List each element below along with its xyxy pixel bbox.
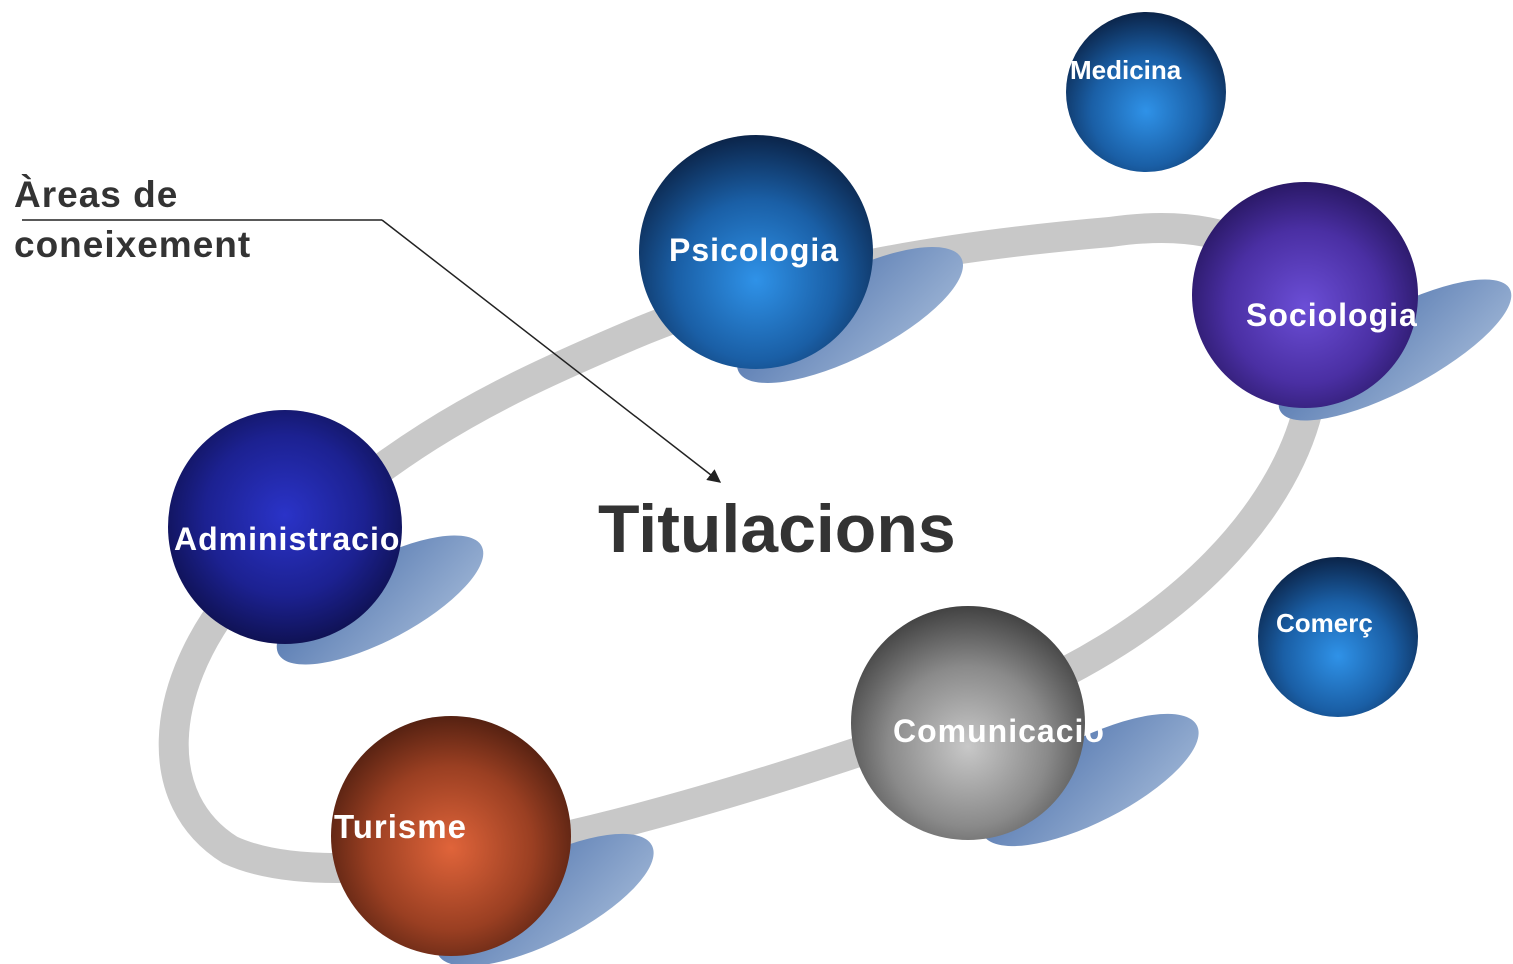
caption-knowledge-areas: Àreas de coneixement: [14, 170, 251, 270]
sphere-medicina: [1066, 12, 1226, 172]
caption-line-1: Àreas de: [14, 174, 179, 215]
caption-line-2: coneixement: [14, 224, 252, 265]
label-administracio: Administracio: [174, 521, 401, 557]
sphere-turisme: [331, 716, 571, 956]
sphere-administracio: [168, 410, 402, 644]
label-turisme: Turisme: [334, 808, 467, 845]
sphere-sociologia: [1192, 182, 1418, 408]
label-sociologia: Sociologia: [1246, 297, 1418, 333]
caption-arrow: [381, 219, 722, 483]
label-medicina: Medicina: [1070, 55, 1182, 85]
sphere-comunicacio: [851, 606, 1085, 840]
sphere-psicologia: [639, 135, 873, 369]
label-comunicacio: Comunicacio: [893, 713, 1105, 749]
label-comerc: Comerç: [1276, 608, 1373, 638]
sphere-comerc: [1258, 557, 1418, 717]
label-psicologia: Psicologia: [669, 232, 840, 268]
diagram-title: Titulacions: [598, 491, 956, 567]
